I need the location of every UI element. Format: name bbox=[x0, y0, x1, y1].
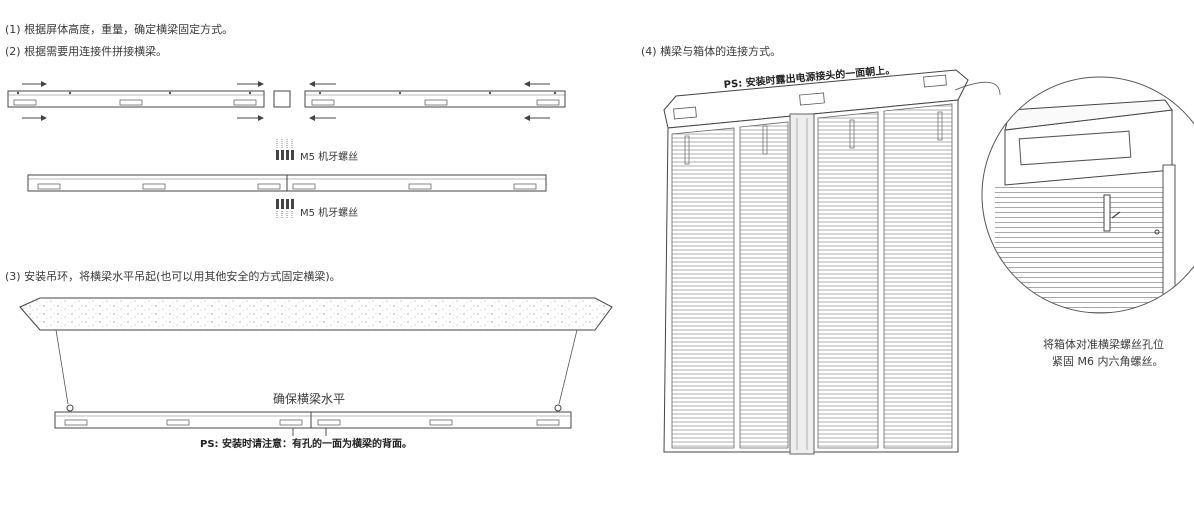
screws-bottom-icon bbox=[276, 199, 294, 218]
arrows bbox=[22, 81, 550, 121]
step1-text: (1) 根据屏体高度，重量，确定横梁固定方式。 bbox=[5, 23, 234, 36]
zoom-leader bbox=[954, 81, 1001, 96]
step4-text: (4) 横梁与箱体的连接方式。 bbox=[641, 45, 782, 58]
step3-text: (3) 安装吊环，将横梁水平吊起(也可以用其他安全的方式固定横梁)。 bbox=[5, 270, 341, 283]
beam-hung bbox=[54, 404, 572, 436]
align-note-line2: 紧固 M6 内六角螺丝。 bbox=[1052, 355, 1164, 368]
beam-joined bbox=[27, 174, 547, 192]
zoom-detail bbox=[981, 76, 1194, 314]
connector-piece bbox=[273, 90, 291, 108]
beam-left-separate bbox=[7, 90, 265, 108]
screw-label-bottom: M5 机牙螺丝 bbox=[300, 208, 359, 219]
ps-back-note: PS: 安装时请注意：有孔的一面为横梁的背面。 bbox=[200, 439, 413, 450]
ceiling-slab bbox=[19, 297, 613, 331]
step2-text: (2) 根据需要用连接件拼接横梁。 bbox=[5, 45, 168, 58]
align-note-line1: 将箱体对准横梁螺丝孔位 bbox=[1043, 338, 1164, 351]
beam-right-separate bbox=[304, 90, 566, 108]
screw-label-top: M5 机牙螺丝 bbox=[300, 152, 359, 163]
screws-top-icon bbox=[276, 139, 294, 160]
hanging-wires bbox=[55, 329, 578, 405]
led-cabinet bbox=[663, 69, 969, 455]
level-note: 确保横梁水平 bbox=[273, 392, 346, 406]
